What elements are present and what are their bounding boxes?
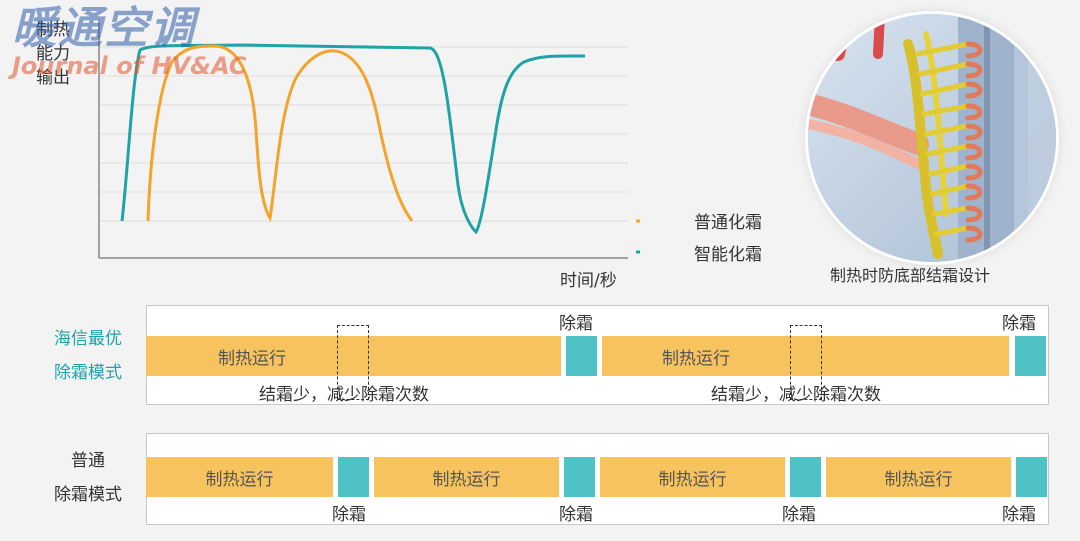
normal-mode-title-line2: 除霜模式 xyxy=(54,485,122,505)
frost-highlight-box-2 xyxy=(790,325,822,400)
x-axis-label: 时间/秒 xyxy=(560,271,617,291)
defrost-label: 除霜 xyxy=(782,505,816,525)
y-axis-label-line2: 能力 xyxy=(36,44,70,64)
capacity-chart xyxy=(98,20,640,259)
normal-heating-run-3: 制热运行 xyxy=(600,457,785,497)
hisense-mode-title-line2: 除霜模式 xyxy=(54,363,122,383)
defrost-label: 除霜 xyxy=(332,505,366,525)
defrost-label: 除霜 xyxy=(559,505,593,525)
normal-heating-run-2: 制热运行 xyxy=(374,457,559,497)
normal-defrost-block-4 xyxy=(1016,457,1047,497)
legend-smart-label: 智能化霜 xyxy=(694,245,762,265)
defrost-label: 除霜 xyxy=(1002,314,1036,334)
defrost-label: 除霜 xyxy=(1002,505,1036,525)
frost-note: 结霜少，减少除霜次数 xyxy=(711,385,881,405)
smart-defrost-curve xyxy=(120,43,586,235)
normal-defrost-block-3 xyxy=(790,457,821,497)
heating-run-label: 制热运行 xyxy=(658,469,727,490)
hisense-heating-run-1: 制热运行 xyxy=(146,336,561,376)
defrost-label: 除霜 xyxy=(559,314,593,334)
hisense-mode-title: 海信最优 除霜模式 xyxy=(38,322,138,390)
hisense-heating-run-2: 制热运行 xyxy=(602,336,1009,376)
y-axis-label-line1: 制热 xyxy=(36,20,70,40)
normal-defrost-block-1 xyxy=(338,457,369,497)
heating-run-label: 制热运行 xyxy=(205,469,274,490)
normal-defrost-curve xyxy=(146,44,414,223)
watermark-logo-en: Journal of HV&AC xyxy=(12,52,247,80)
illustration-caption: 制热时防底部结霜设计 xyxy=(830,266,991,285)
frost-highlight-box-1 xyxy=(337,325,369,400)
frost-note: 结霜少，减少除霜次数 xyxy=(259,385,429,405)
normal-heating-run-1: 制热运行 xyxy=(146,457,333,497)
hisense-defrost-block-1 xyxy=(566,336,597,376)
watermark-logo: 暖通空调 xyxy=(12,3,196,54)
normal-mode-title: 普通 除霜模式 xyxy=(38,444,138,512)
heating-run-label: 制热运行 xyxy=(884,469,953,490)
heating-run-label: 制热运行 xyxy=(218,348,286,369)
y-axis-label-line3: 输出 xyxy=(36,68,70,88)
hisense-defrost-block-2 xyxy=(1015,336,1046,376)
normal-heating-run-4: 制热运行 xyxy=(826,457,1011,497)
normal-defrost-block-2 xyxy=(564,457,595,497)
normal-mode-title-line1: 普通 xyxy=(71,451,105,471)
coil-graphic xyxy=(808,14,1056,262)
hisense-mode-title-line1: 海信最优 xyxy=(54,329,122,349)
legend-normal-label: 普通化霜 xyxy=(694,213,762,233)
heating-run-label: 制热运行 xyxy=(662,348,730,369)
y-axis-label: 制热 能力 输出 xyxy=(36,18,70,90)
heating-run-label: 制热运行 xyxy=(432,469,501,490)
grid-lines xyxy=(99,46,628,222)
coil-illustration xyxy=(808,14,1056,262)
